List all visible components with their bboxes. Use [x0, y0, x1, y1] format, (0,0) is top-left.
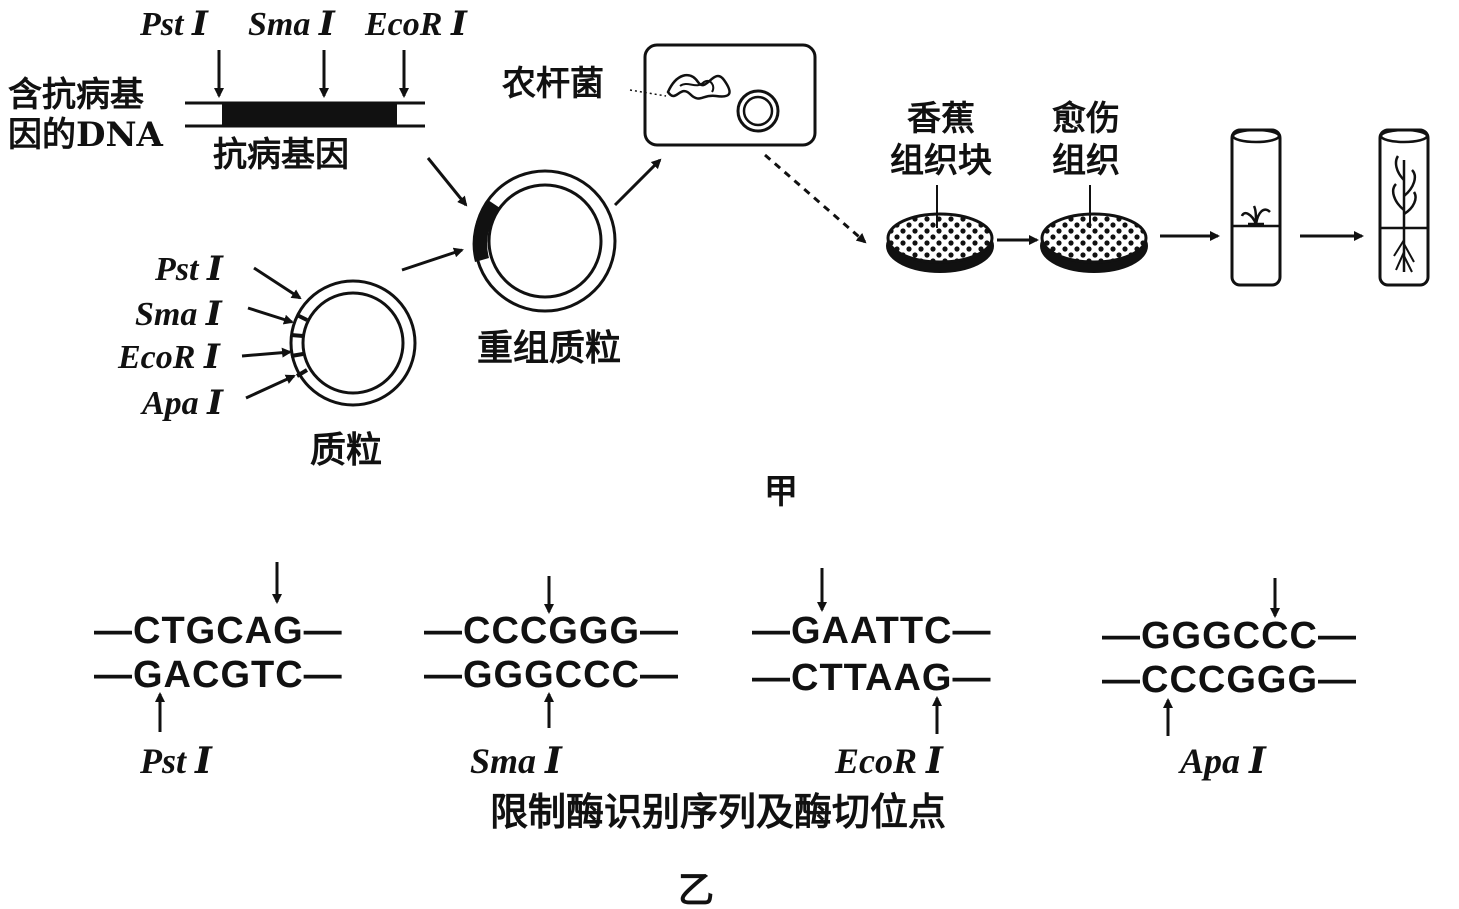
- pst-bottom-strand: —GACGTC—: [94, 654, 343, 696]
- plasmid: [289, 279, 417, 407]
- recombinant-label: 重组质粒: [477, 327, 621, 369]
- agrobacterium-cell: [643, 43, 817, 147]
- apa-top-strand: —GGGCCC—: [1102, 615, 1357, 657]
- sma-bottom-strand: —GGGCCC—: [424, 654, 679, 696]
- pst-top-strand: —CTGCAG—: [94, 610, 343, 652]
- plasmid-label: 质粒: [310, 429, 382, 471]
- test-tube-plantlet: [1378, 128, 1430, 287]
- ecor-name: EcoR Ⅰ: [834, 741, 944, 781]
- callus-dish: [1040, 185, 1148, 273]
- tissue-label-line1: 香蕉: [907, 99, 975, 139]
- plasmid-site-sma: Sma Ⅰ: [135, 296, 223, 333]
- plasmid-site-labels: Pst Ⅰ Sma Ⅰ EcoR Ⅰ Apa Ⅰ: [117, 251, 224, 422]
- dna-double-strand: [185, 101, 425, 128]
- tissue-label-line2: 组织块: [890, 141, 992, 181]
- sma-top-strand: —CCCGGG—: [424, 610, 679, 652]
- plasmid-site-ecor: EcoR Ⅰ: [117, 339, 221, 376]
- dna-site-pst: Pst Ⅰ: [139, 6, 209, 43]
- caption-a: 甲: [764, 472, 798, 512]
- pst-name: Pst Ⅰ: [139, 741, 213, 781]
- ecor-top-strand: —GAATTC—: [752, 610, 992, 652]
- caption-b: 乙: [678, 869, 714, 909]
- arrow-dna-to-recombinant: [426, 157, 468, 207]
- plasmid-site-arrows: [241, 266, 302, 400]
- enzyme-ecor: —GAATTC— —CTTAAG— EcoR Ⅰ: [752, 568, 992, 781]
- dna-label-line2: 因的DNA: [8, 115, 164, 155]
- enzyme-pst: —CTGCAG— —GACGTC— Pst Ⅰ: [94, 562, 343, 781]
- arrow-recombinant-to-agrobacterium: [613, 158, 662, 207]
- plasmid-site-apa: Apa Ⅰ: [140, 385, 224, 422]
- plasmid-site-pst: Pst Ⅰ: [154, 251, 224, 288]
- resistance-gene-segment: [222, 103, 397, 126]
- dna-site-ecor: EcoR Ⅰ: [364, 6, 468, 43]
- tissue-dish: [886, 185, 994, 273]
- arrow-agrobacterium-to-tissue: [764, 153, 867, 244]
- dna-site-labels: Pst Ⅰ Sma Ⅰ EcoR Ⅰ: [139, 6, 468, 43]
- apa-name: Apa Ⅰ: [1178, 741, 1267, 781]
- sma-name: Sma Ⅰ: [470, 741, 563, 781]
- callus-label-line1: 愈伤: [1052, 99, 1120, 139]
- arrow-plasmid-to-recombinant: [401, 247, 464, 272]
- enzyme-sma: —CCCGGG— —GGGCCC— Sma Ⅰ: [424, 576, 679, 781]
- callus-label-line2: 组织: [1052, 141, 1120, 181]
- dna-site-arrows: [214, 50, 409, 98]
- recombinant-plasmid: [472, 169, 617, 313]
- test-tube-shoot: [1230, 128, 1282, 287]
- dna-site-sma: Sma Ⅰ: [248, 6, 336, 43]
- dna-label-line1: 含抗病基: [8, 75, 144, 115]
- apa-bottom-strand: —CCCGGG—: [1102, 659, 1357, 701]
- ecor-bottom-strand: —CTTAAG—: [752, 657, 992, 699]
- figure-b-title: 限制酶识别序列及酶切位点: [490, 789, 946, 834]
- enzyme-apa: —GGGCCC— —CCCGGG— Apa Ⅰ: [1102, 578, 1357, 781]
- agrobacterium-label: 农杆菌: [502, 64, 604, 104]
- gene-label: 抗病基因: [213, 135, 349, 175]
